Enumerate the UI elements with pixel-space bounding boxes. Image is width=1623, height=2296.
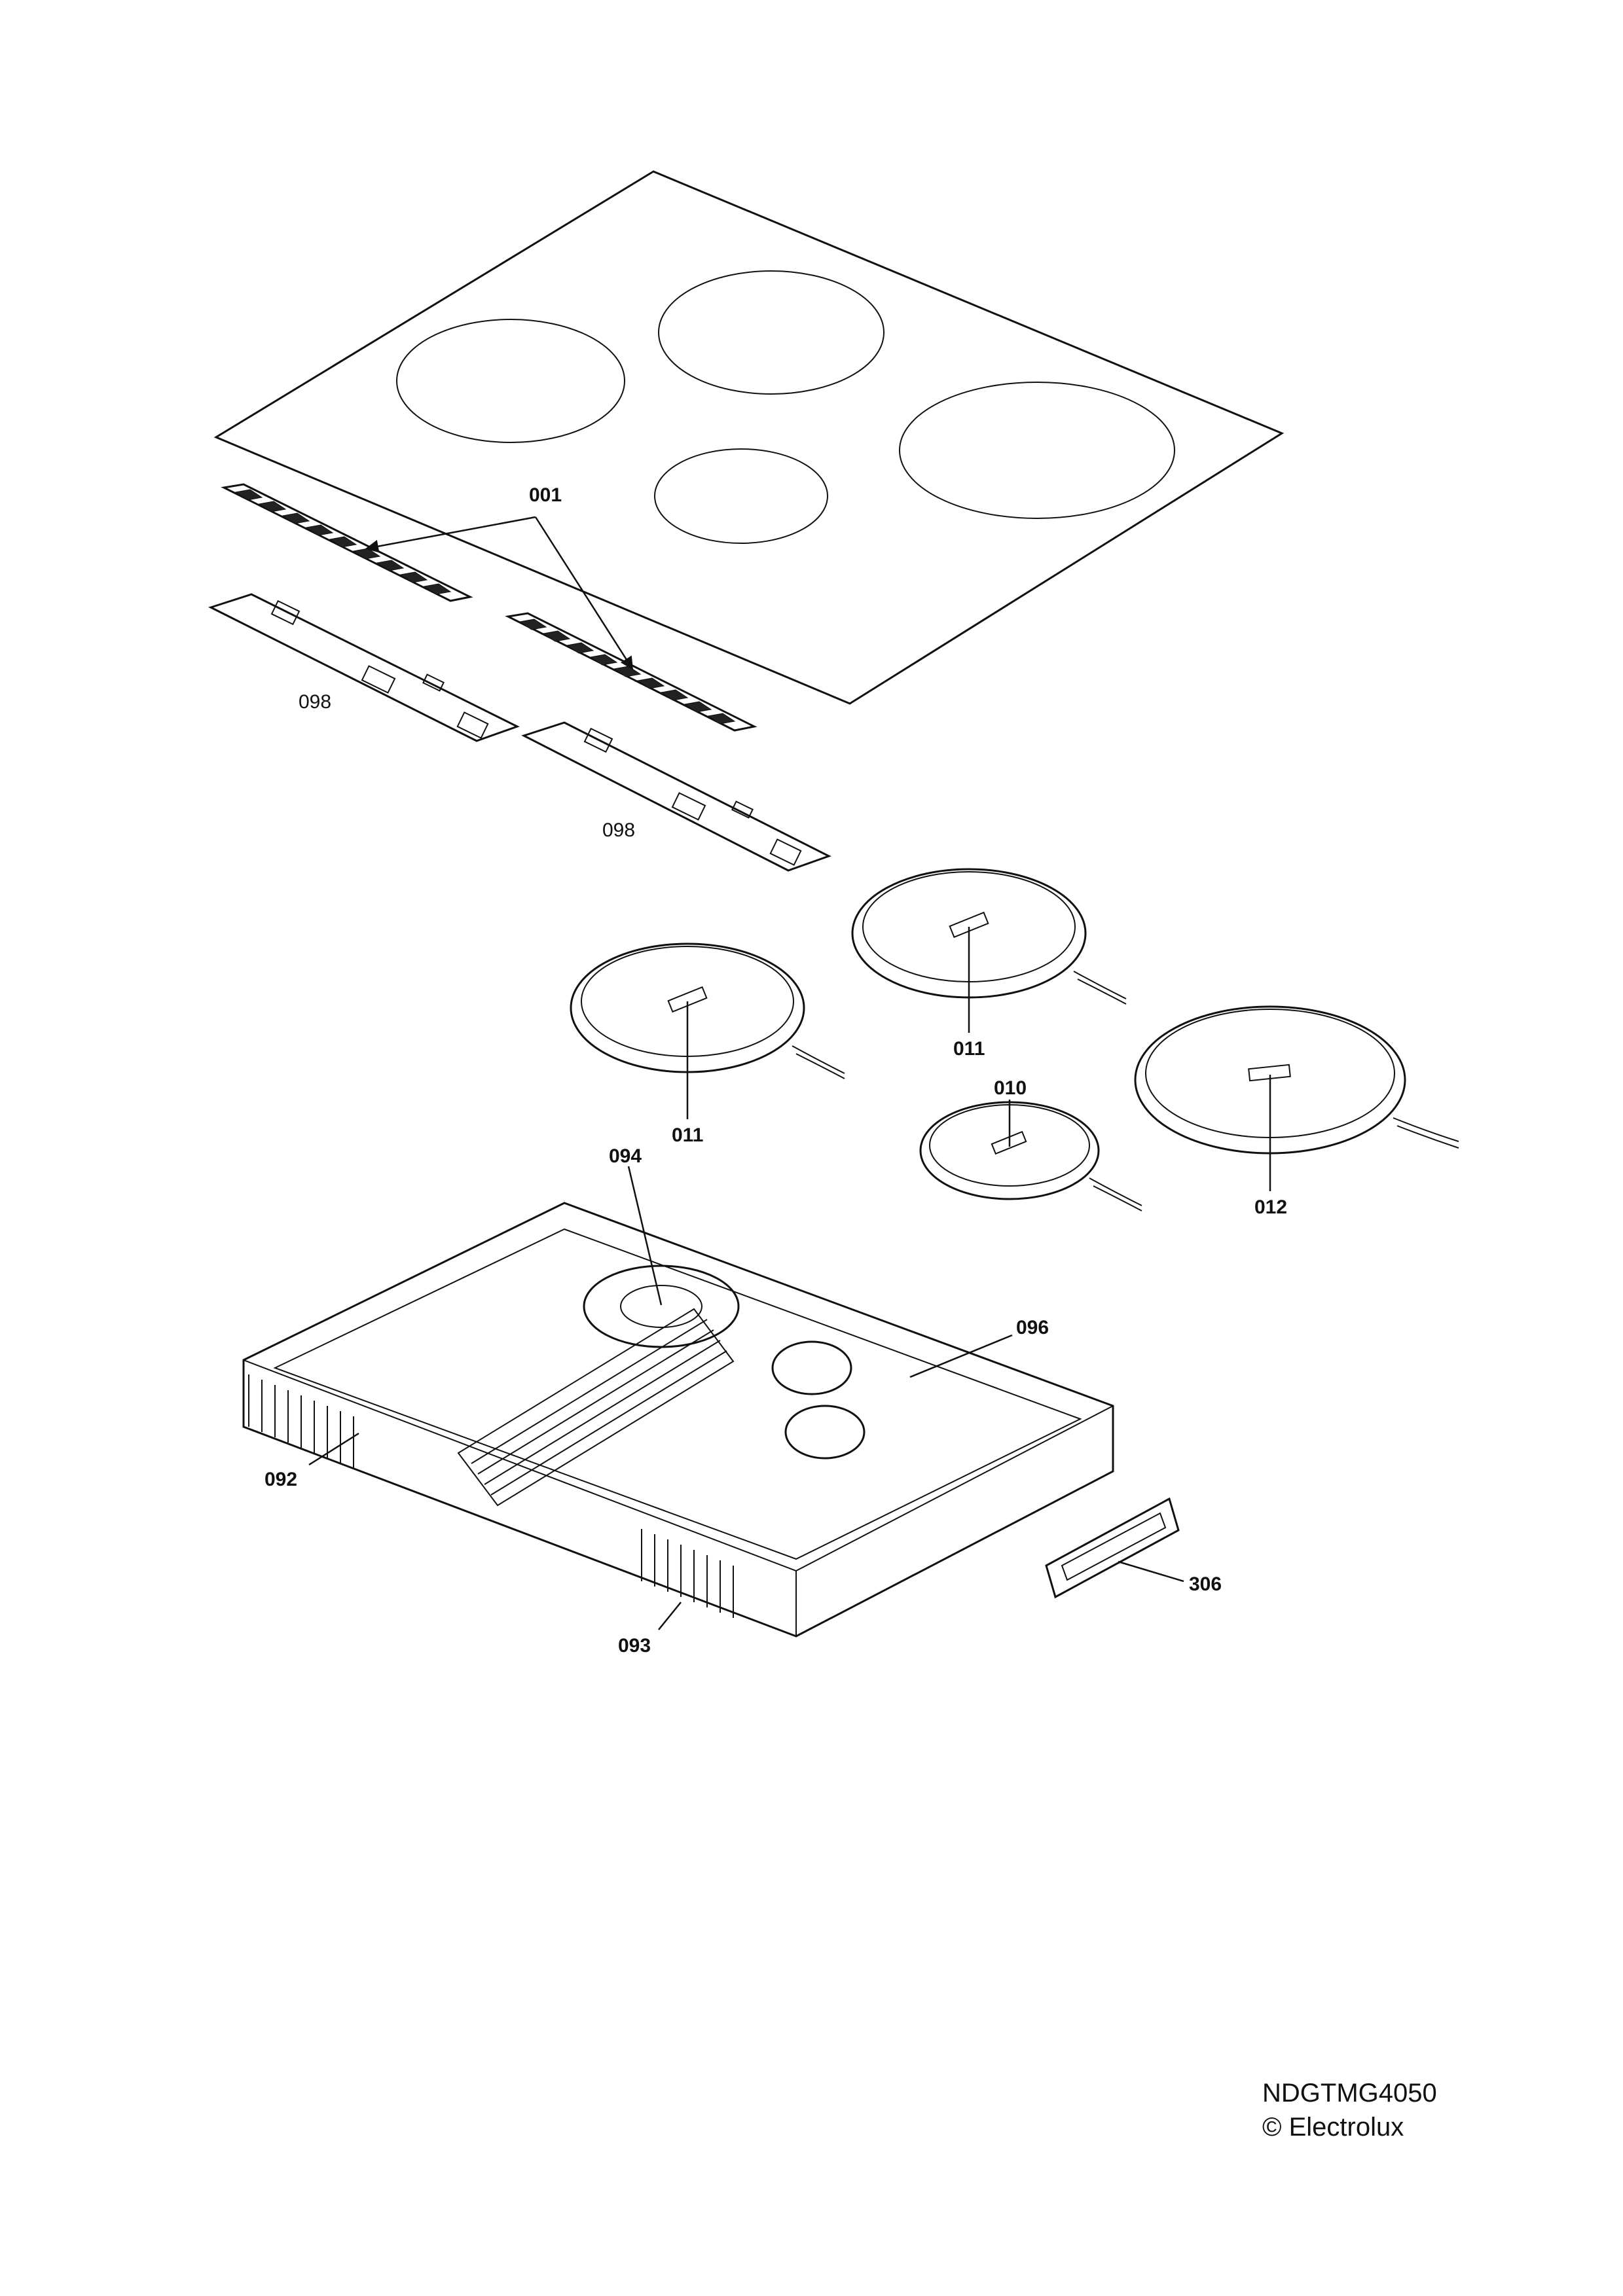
label-012: 012 <box>1254 1196 1287 1218</box>
induction-coil-010 <box>919 1101 1142 1211</box>
label-092: 092 <box>264 1469 297 1490</box>
label-093: 093 <box>618 1635 651 1657</box>
label-011-left: 011 <box>672 1124 703 1146</box>
label-096: 096 <box>1016 1317 1049 1338</box>
heat-sink <box>457 1308 735 1507</box>
induction-coil-012 <box>1134 1005 1459 1155</box>
label-098-left: 098 <box>299 691 331 713</box>
label-094: 094 <box>609 1145 642 1167</box>
filter-coils <box>771 1340 866 1460</box>
glass-top <box>213 170 1285 705</box>
housing-fins <box>248 1374 734 1618</box>
leader-lines <box>308 516 1271 1630</box>
induction-coil-011-left <box>570 942 845 1079</box>
model-code: NDGTMG4050 <box>1262 2079 1437 2108</box>
base-housing <box>242 1202 1114 1638</box>
label-010: 010 <box>994 1077 1027 1099</box>
key-strip-left <box>221 483 473 602</box>
label-001: 001 <box>529 484 562 506</box>
label-011-right: 011 <box>953 1038 985 1060</box>
control-board-right <box>521 721 831 872</box>
control-board-left <box>208 593 520 742</box>
cable-cover <box>1045 1497 1180 1599</box>
label-306: 306 <box>1189 1573 1222 1595</box>
induction-coil-011-right <box>851 868 1127 1005</box>
label-098-right: 098 <box>602 819 635 841</box>
key-strip-right <box>505 612 757 732</box>
copyright-notice: © Electrolux <box>1262 2113 1404 2142</box>
cooling-fan <box>583 1265 740 1348</box>
diagram-footer: NDGTMG4050 © Electrolux <box>1262 2076 1437 2144</box>
